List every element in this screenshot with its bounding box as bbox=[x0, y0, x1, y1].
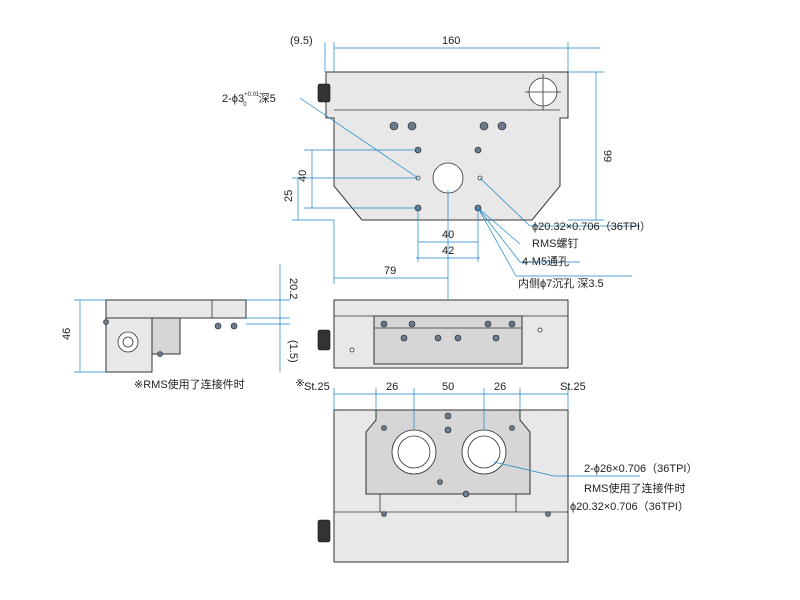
screw-icon bbox=[474, 146, 482, 154]
pin-hole bbox=[349, 347, 355, 353]
screw-icon bbox=[400, 334, 408, 342]
screw-icon bbox=[381, 425, 387, 431]
screw-icon bbox=[407, 121, 417, 131]
callout-m5: 4-M5通孔 bbox=[522, 255, 569, 268]
dim-height: 99 bbox=[601, 150, 613, 162]
knob-icon bbox=[317, 83, 331, 103]
screw-icon bbox=[509, 425, 515, 431]
screw-icon bbox=[484, 320, 492, 328]
screw-icon bbox=[157, 351, 163, 357]
screw-icon bbox=[462, 490, 470, 498]
knob-icon bbox=[317, 329, 331, 351]
side-view-top-plate bbox=[105, 299, 247, 319]
screw-icon bbox=[230, 322, 238, 330]
dim-79: 79 bbox=[384, 265, 396, 277]
callout-counterbore: 内侧ϕ7沉孔 深3.5 bbox=[518, 276, 604, 290]
dim-50: 50 bbox=[442, 381, 454, 393]
front-view bbox=[317, 284, 569, 369]
dim-st-left: St.25 bbox=[304, 381, 330, 393]
screw-icon bbox=[380, 320, 388, 328]
note-mark: ※ bbox=[293, 378, 305, 387]
screw-icon bbox=[408, 320, 416, 328]
dim-1-5: (1.5) bbox=[287, 340, 299, 363]
screw-icon bbox=[545, 511, 551, 517]
screw-icon bbox=[434, 334, 442, 342]
screw-icon bbox=[437, 479, 443, 485]
callout-thread: 2-ϕ26×0.706（36TPI） bbox=[584, 462, 697, 475]
callout-rms-note: RMS使用了连接件时 bbox=[584, 482, 685, 495]
dim-25: 25 bbox=[283, 190, 295, 202]
dim-20-2: 20.2 bbox=[287, 278, 299, 299]
dim-width: 160 bbox=[442, 35, 460, 47]
screw-icon bbox=[214, 322, 222, 330]
dim-40-horizontal: 40 bbox=[442, 229, 454, 241]
dim-42: 42 bbox=[442, 245, 454, 257]
dim-26-right: 26 bbox=[494, 381, 506, 393]
center-hole bbox=[432, 162, 464, 194]
side-view-bracket bbox=[151, 317, 181, 355]
screw-icon bbox=[103, 319, 109, 325]
screw-icon bbox=[479, 121, 489, 131]
front-view-stage bbox=[373, 315, 523, 365]
screw-icon bbox=[389, 121, 399, 131]
bottom-view: St.25 26 50 26 St.25 2-ϕ26×0.706（36TPI） … bbox=[304, 381, 697, 563]
dim-40-vertical: 40 bbox=[297, 170, 309, 182]
screw-icon bbox=[381, 511, 387, 517]
dim-46: 46 bbox=[61, 328, 73, 340]
callout-rms-screw: RMS螺钉 bbox=[532, 237, 578, 250]
screw-icon bbox=[444, 412, 452, 420]
screw-icon bbox=[492, 334, 500, 342]
screw-icon bbox=[497, 121, 507, 131]
dim-offset: (9.5) bbox=[290, 35, 313, 47]
screw-icon bbox=[508, 320, 516, 328]
callout-rms-thread: ϕ20.32×0.706（36TPI） bbox=[532, 220, 651, 233]
pin-hole bbox=[537, 327, 543, 333]
screw-icon bbox=[444, 426, 452, 434]
note-rms: ※RMS使用了连接件时 bbox=[134, 378, 245, 391]
screw-icon bbox=[454, 334, 462, 342]
dim-26-left: 26 bbox=[386, 381, 398, 393]
knob-icon bbox=[317, 519, 331, 543]
side-view: 46 20.2 (1.5) ※RMS使用了连接件时 ※ bbox=[61, 264, 305, 391]
dim-st-right: St.25 bbox=[560, 381, 586, 393]
callout-rms-thread-bottom: ϕ20.32×0.706（36TPI） bbox=[570, 500, 689, 513]
top-view-body bbox=[325, 71, 569, 221]
